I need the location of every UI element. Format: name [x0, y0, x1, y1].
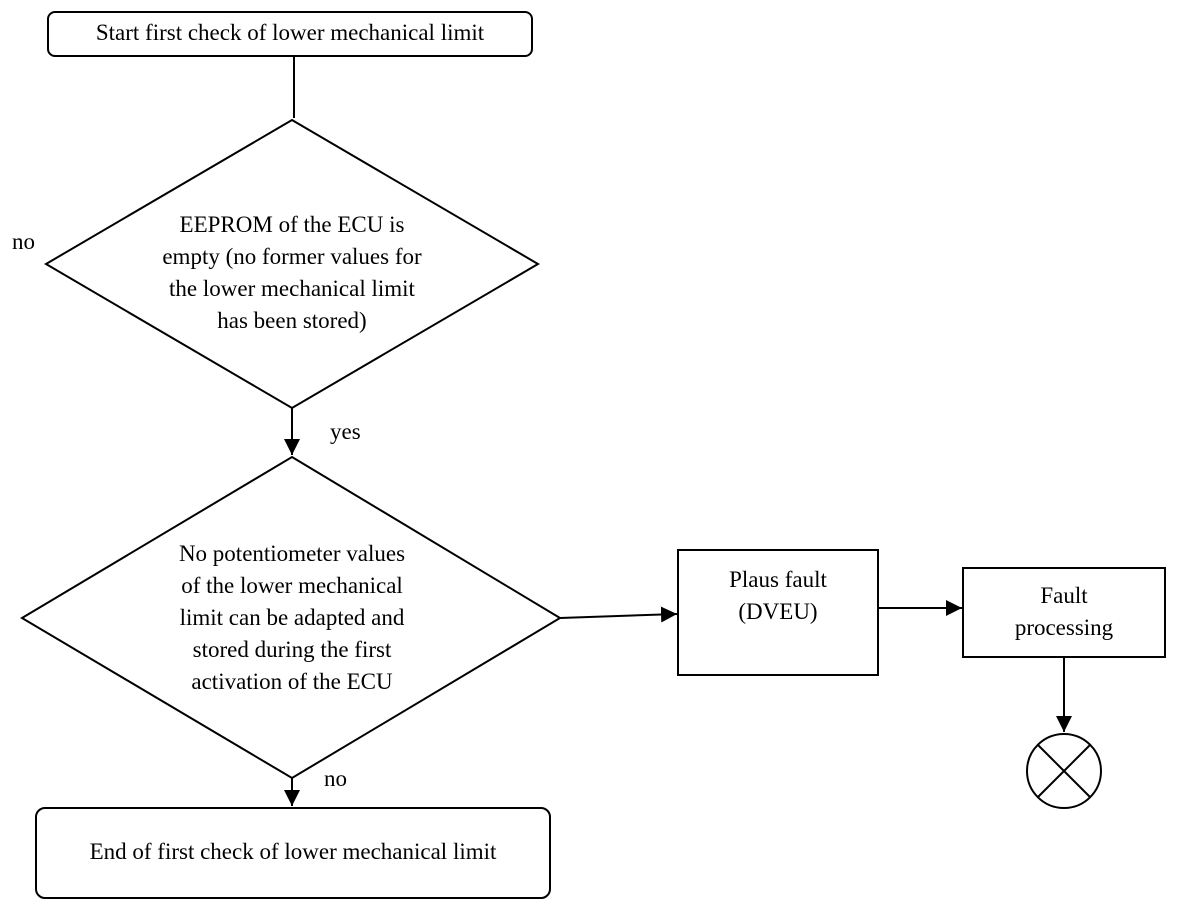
decision-1-line-3: the lower mechanical limit	[169, 276, 415, 301]
decision-2-line-1: No potentiometer values	[178, 541, 406, 566]
decision-2-no-label: no	[324, 766, 347, 791]
end-box-label: End of first check of lower mechanical l…	[89, 839, 497, 864]
plaus-fault-line-1: Plaus fault	[729, 567, 827, 592]
decision-2-line-4: stored during the first	[192, 637, 392, 662]
decision-1-line-1: EEPROM of the ECU is	[179, 212, 405, 237]
decision-1-line-2: empty (no former values for	[162, 244, 422, 269]
decision-1-text: EEPROM of the ECU is empty (no former va…	[92, 209, 492, 337]
fault-processing-text: Fault processing	[963, 580, 1165, 644]
start-box-label: Start first check of lower mechanical li…	[95, 20, 485, 45]
fault-processing-line-1: Fault	[1040, 583, 1088, 608]
decision-1-line-4: has been stored)	[217, 308, 367, 333]
plaus-fault-box	[677, 549, 879, 676]
decision-2-line-3: limit can be adapted and	[179, 605, 405, 630]
circle-x-icon	[1026, 733, 1102, 809]
decision-1-no-label: no	[12, 229, 35, 254]
decision-2-text: No potentiometer values of the lower mec…	[92, 538, 492, 698]
fault-processing-box	[962, 567, 1166, 658]
start-box	[47, 11, 533, 57]
plaus-fault-line-2: (DVEU)	[738, 599, 818, 624]
fault-processing-line-2: processing	[1014, 615, 1114, 640]
plaus-fault-text: Plaus fault (DVEU)	[678, 564, 878, 628]
decision-2-line-5: activation of the ECU	[191, 669, 393, 694]
decision-1-yes-label: yes	[330, 419, 361, 444]
end-box	[35, 807, 551, 899]
decision-2-line-2: of the lower mechanical	[181, 573, 403, 598]
connector-decision-2-to-plaus-fault	[559, 606, 678, 623]
